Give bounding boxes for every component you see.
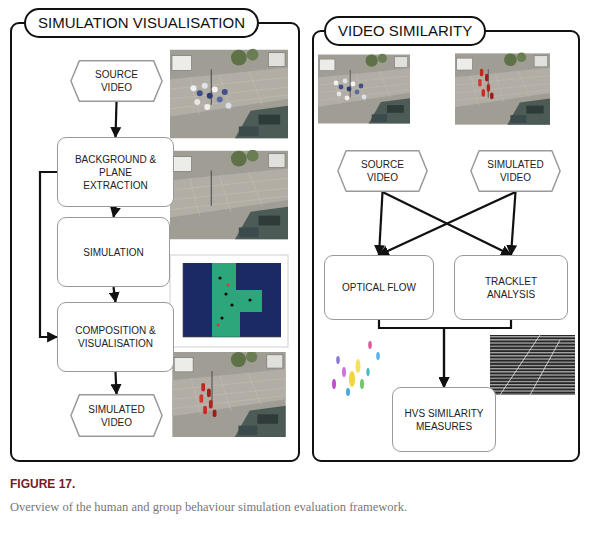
flow-arrow: [379, 192, 516, 255]
flow-arrow: [116, 102, 117, 137]
node-label: OPTICAL FLOW: [342, 281, 416, 294]
node-label: TRACKLET ANALYSIS: [463, 275, 559, 301]
process-box: TRACKLET ANALYSIS: [454, 255, 568, 320]
node-label: SOURCE VIDEO: [83, 68, 150, 94]
node-label: SIMULATION: [83, 246, 143, 259]
simulated-frame: [455, 53, 550, 125]
flow-arrow: [511, 192, 516, 255]
process-box: COMPOSITION & VISUALISATION: [57, 302, 174, 372]
node-label: SIMULATED VIDEO: [83, 403, 150, 429]
node-label: HVS SIMILARITY MEASURES: [401, 407, 487, 433]
node-label: SOURCE VIDEO: [350, 158, 415, 184]
background-frame: [170, 150, 288, 239]
node-text-block: SOURCE VIDEO: [70, 68, 163, 94]
node-text-block: SOURCE VIDEO: [337, 158, 428, 184]
node-text-block: HVS SIMILARITY MEASURES: [393, 407, 495, 433]
panel: SIMULATION VISUALISATIONSOURCE VIDEOBACK…: [10, 22, 300, 462]
terminal-outline: [70, 394, 163, 437]
terminal-outline: [470, 150, 561, 192]
flow-arrow: [444, 320, 511, 387]
flow-arrow: [379, 192, 383, 255]
node-text-block: TRACKLET ANALYSIS: [455, 275, 567, 301]
flow-arrow: [116, 372, 117, 394]
figure-number: FIGURE 17.: [10, 477, 75, 491]
panel-heading: VIDEO SIMILARITY: [324, 16, 486, 46]
crowd-figures: [191, 83, 232, 110]
simulated-agents: [199, 383, 216, 417]
crowd-figures: [334, 79, 367, 101]
panel-heading: SIMULATION VISUALISATION: [24, 8, 259, 38]
node-text-block: SIMULATION: [75, 246, 151, 259]
node-text-block: OPTICAL FLOW: [334, 281, 424, 294]
panel: VIDEO SIMILARITYSOURCE VIDEOSIMULATED VI…: [312, 30, 580, 462]
terminal-outline: [337, 150, 428, 192]
source-frame: [170, 49, 288, 138]
simulated-agents: [478, 69, 493, 100]
terminal-outline: [70, 60, 163, 102]
node-label: BACKGROUND & PLANE EXTRACTION: [66, 153, 165, 192]
process-box: OPTICAL FLOW: [324, 255, 434, 320]
simulated-frame: [172, 351, 285, 437]
node-text-block: SIMULATED VIDEO: [470, 158, 561, 184]
terminal-shape: SIMULATED VIDEO: [70, 394, 163, 437]
source-frame: [318, 54, 410, 124]
tracklet-plot: [490, 335, 575, 395]
terminal-shape: SIMULATED VIDEO: [470, 150, 561, 192]
process-box: HVS SIMILARITY MEASURES: [392, 387, 496, 452]
node-text-block: COMPOSITION & VISUALISATION: [58, 324, 173, 350]
flow-arrow: [40, 172, 57, 337]
terminal-shape: SOURCE VIDEO: [70, 60, 163, 102]
flow-arrow: [379, 320, 444, 387]
node-text-block: SIMULATED VIDEO: [70, 403, 163, 429]
optical-flow-plot: [332, 341, 380, 396]
node-label: COMPOSITION & VISUALISATION: [66, 324, 165, 350]
flow-arrow: [114, 207, 116, 217]
figure-caption: Overview of the human and group behaviou…: [10, 500, 407, 515]
process-box: SIMULATION: [57, 217, 170, 287]
simulation-plot: [170, 255, 288, 347]
flow-arrow: [114, 287, 116, 302]
terminal-shape: SOURCE VIDEO: [337, 150, 428, 192]
process-box: BACKGROUND & PLANE EXTRACTION: [57, 137, 174, 207]
node-text-block: BACKGROUND & PLANE EXTRACTION: [58, 153, 173, 192]
node-label: SIMULATED VIDEO: [483, 158, 548, 184]
